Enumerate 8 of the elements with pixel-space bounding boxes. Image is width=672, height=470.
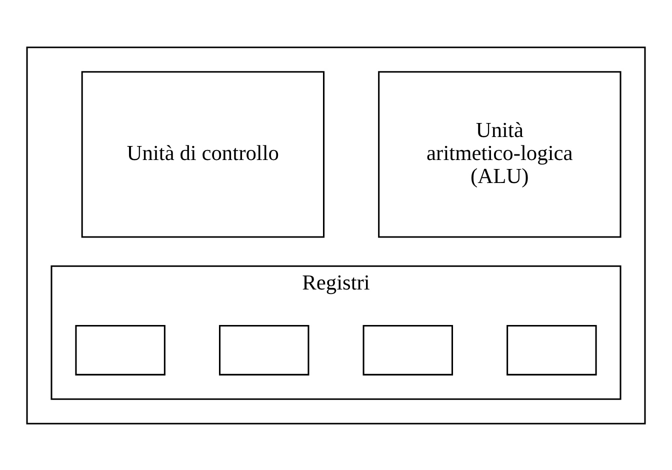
node-box — [362, 324, 454, 375]
node-box — [75, 324, 166, 375]
cluster — [26, 46, 646, 424]
node-box — [506, 324, 597, 375]
cluster: Registri — [50, 264, 622, 400]
node-box: Unità aritmetico-logica (ALU) — [378, 70, 622, 238]
node-box — [218, 324, 310, 375]
node-box: Unità di controllo — [81, 70, 325, 238]
